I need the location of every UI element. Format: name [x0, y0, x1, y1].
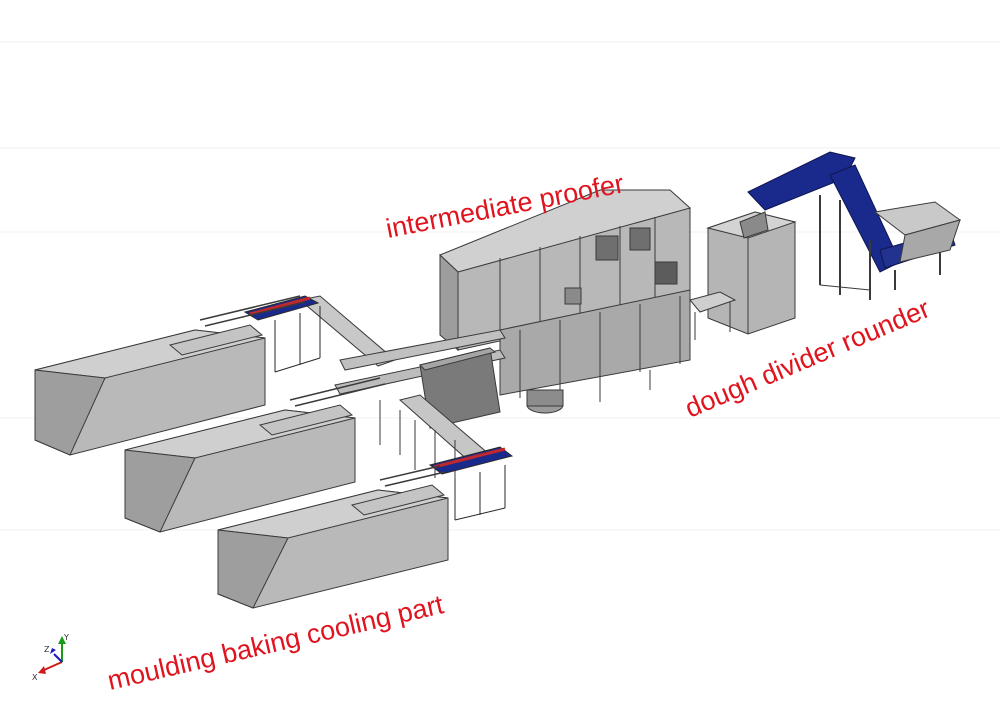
oven-tunnel-3 — [217, 465, 449, 609]
axis-triad-icon: X Y Z — [32, 633, 69, 682]
central-transfer-conveyors — [298, 295, 506, 488]
oven-tunnel-1 — [34, 295, 306, 456]
transfer-conveyor-lower — [428, 446, 514, 521]
axis-x-label: X — [32, 673, 38, 682]
oven-tunnel-2 — [124, 377, 386, 533]
label-moulding-baking-cooling-part: moulding baking cooling part — [105, 589, 447, 696]
axis-y-label: Y — [63, 633, 69, 642]
axis-z-label: Z — [44, 645, 50, 654]
dough-divider-rounder-machine — [689, 151, 962, 340]
